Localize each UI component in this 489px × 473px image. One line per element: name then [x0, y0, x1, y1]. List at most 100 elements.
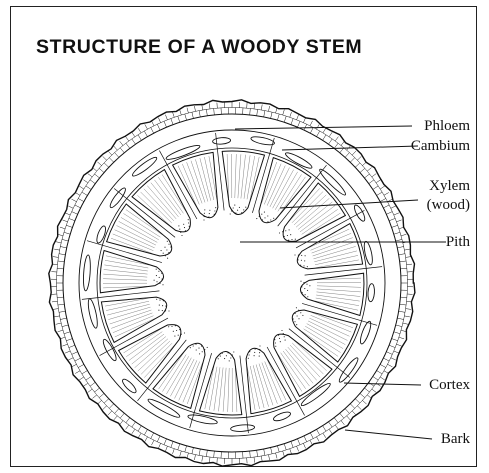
xylem-stipple [180, 232, 181, 233]
xylem-stipple [198, 348, 199, 349]
xylem-stipple [300, 265, 301, 266]
xylem-stipple [306, 284, 307, 285]
xylem-stipple [259, 349, 260, 350]
xylem-stipple [300, 312, 301, 313]
label-xylem: Xylem [400, 178, 470, 194]
xylem-stipple [184, 332, 185, 333]
xylem-stipple [301, 260, 302, 261]
xylem-stipple [298, 318, 299, 319]
label-bark: Bark [420, 431, 470, 447]
xylem-stipple [156, 299, 157, 300]
xylem-stipple [207, 347, 208, 348]
xylem-stipple [307, 266, 308, 267]
xylem-stipple [307, 296, 308, 297]
xylem-stipple [167, 241, 168, 242]
xylem-stipple [305, 255, 306, 256]
xylem-stipple [282, 231, 283, 232]
xylem-stipple [183, 224, 184, 225]
xylem-stipple [208, 216, 209, 217]
xylem-stipple [241, 212, 242, 213]
xylem-stipple [235, 213, 236, 214]
xylem-stipple [303, 265, 304, 266]
cortex-fibre-bundle [250, 135, 275, 146]
xylem-stipple [161, 273, 162, 274]
xylem-stipple [170, 246, 171, 247]
xylem-stipple [215, 207, 216, 208]
xylem-stipple [259, 352, 260, 353]
xylem-wedge [200, 351, 242, 415]
xylem-stipple [165, 306, 166, 307]
xylem-stipple [162, 284, 163, 285]
xylem-stipple [295, 313, 296, 314]
xylem-stipple [278, 335, 279, 336]
xylem-stipple [305, 294, 306, 295]
xylem-stipple [181, 235, 182, 236]
xylem-stipple [178, 225, 179, 226]
xylem-stipple [279, 232, 280, 233]
xylem-stipple [285, 340, 286, 341]
xylem-stipple [288, 240, 289, 241]
xylem-wedge [222, 151, 264, 215]
xylem-stipple [289, 229, 290, 230]
xylem-stipple [224, 358, 225, 359]
xylem-stipple [261, 214, 262, 215]
xylem-stipple [275, 342, 276, 343]
xylem-stipple [168, 252, 169, 253]
xylem-stipple [168, 326, 169, 327]
xylem-stipple [298, 259, 299, 260]
xylem-stipple [234, 205, 235, 206]
cortex-fibre-bundle [363, 241, 374, 266]
xylem-stipple [175, 325, 176, 326]
xylem-stipple [218, 358, 219, 359]
xylem-stipple [230, 213, 231, 214]
xylem-stipple [189, 226, 190, 227]
xylem-stipple [301, 286, 302, 287]
xylem-stipple [304, 260, 305, 261]
xylem-stipple [248, 358, 249, 359]
xylem-stipple [303, 282, 304, 283]
xylem-stipple [173, 331, 174, 332]
xylem-stipple [256, 218, 257, 219]
xylem-stipple [193, 345, 194, 346]
cortex-fibre-bundle [212, 137, 230, 145]
label-pith: Pith [420, 234, 470, 250]
xylem-stipple [233, 351, 234, 352]
xylem-stipple [293, 318, 294, 319]
xylem-stipple [162, 279, 163, 280]
xylem-stipple [254, 352, 255, 353]
xylem-stipple [231, 210, 232, 211]
xylem-stipple [294, 254, 295, 255]
xylem-stipple [201, 346, 202, 347]
xylem-stipple [307, 290, 308, 291]
xylem-stipple [185, 230, 186, 231]
xylem-stipple [245, 207, 246, 208]
xylem-stipple [281, 330, 282, 331]
xylem-stipple [184, 227, 185, 228]
xylem-stipple [163, 253, 164, 254]
xylem-stipple [162, 305, 163, 306]
xylem-stipple [178, 335, 179, 336]
xylem-stipple [181, 334, 182, 335]
xylem-stipple [279, 338, 280, 339]
xylem-stipple [232, 354, 233, 355]
xylem-stipple [179, 229, 180, 230]
leader-bark [345, 430, 432, 439]
xylem-stipple [237, 210, 238, 211]
xylem-wedge [100, 251, 164, 293]
xylem-stipple [249, 354, 250, 355]
xylem-stipple [209, 213, 210, 214]
xylem-stipple [254, 355, 255, 356]
xylem-stipple [190, 347, 191, 348]
xylem-stipple [226, 355, 227, 356]
xylem-stipple [259, 216, 260, 217]
cortex-fibre-bundle [367, 283, 375, 301]
xylem-stipple [179, 329, 180, 330]
xylem-stipple [228, 352, 229, 353]
xylem-stipple [239, 207, 240, 208]
xylem-stipple [171, 326, 172, 327]
xylem-stipple [165, 310, 166, 311]
xylem-stipple [302, 315, 303, 316]
xylem-stipple [243, 209, 244, 210]
xylem-stipple [274, 339, 275, 340]
